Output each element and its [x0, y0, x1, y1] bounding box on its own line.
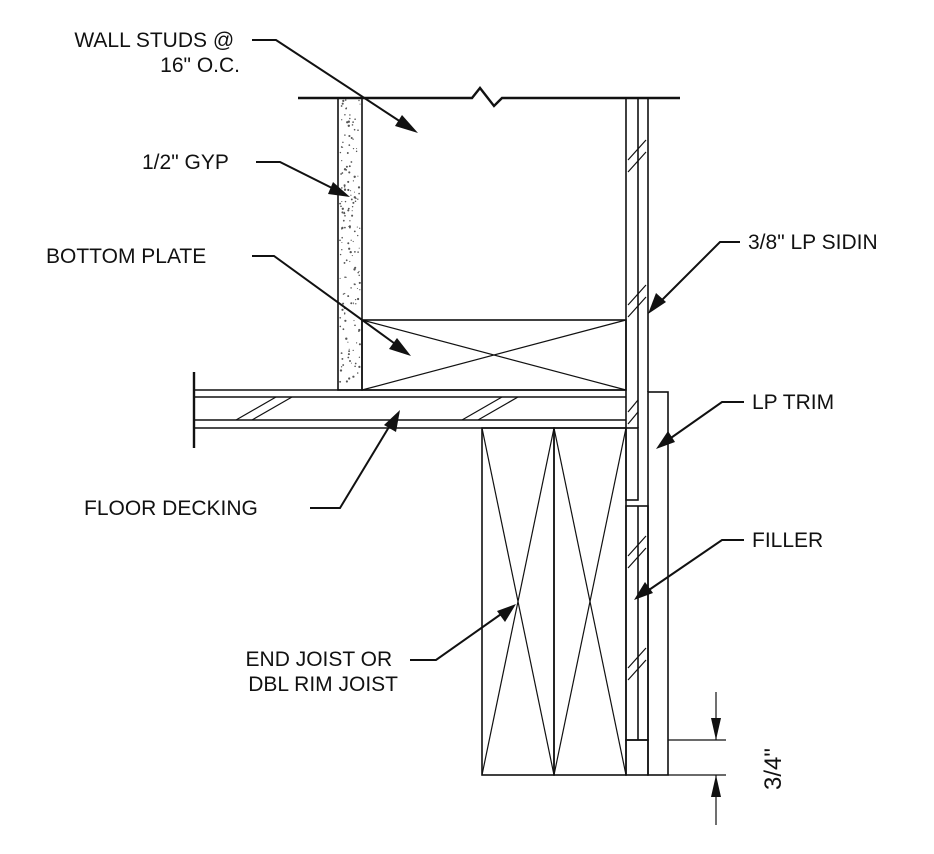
label-wall-studs: WALL STUDS @ 16" O.C. [74, 29, 240, 77]
leader-bottom-plate [252, 255, 411, 356]
gypsum-board [337, 97, 363, 391]
label-gyp: 1/2" GYP [142, 151, 229, 174]
leader-floor-decking [310, 410, 400, 509]
lp-trim-board [647, 391, 669, 776]
label-lp-trim: LP TRIM [752, 391, 834, 414]
floor-decking [192, 372, 626, 448]
label-filler: FILLER [752, 529, 823, 552]
leader-siding [648, 241, 740, 314]
leader-gyp [256, 161, 350, 197]
label-end-joist: END JOIST OR DBL RIM JOIST [246, 648, 399, 696]
label-siding: 3/8" LP SIDIN [748, 231, 878, 254]
lp-siding-panel [625, 98, 649, 428]
gypsum-texture [339, 99, 361, 383]
leader-wall-studs [252, 39, 418, 133]
label-floor-decking: FLOOR DECKING [84, 497, 258, 520]
leader-end-joist [410, 604, 516, 661]
filler-strip [625, 427, 649, 776]
leader-filler [634, 539, 744, 600]
wall-top-break-line [298, 86, 680, 108]
rim-joist [553, 427, 627, 776]
label-bottom-plate: BOTTOM PLATE [46, 245, 206, 268]
bottom-plate [361, 319, 627, 391]
leader-lp-trim [656, 401, 744, 449]
end-joist [481, 427, 555, 776]
dimension-value: 3/4" [760, 748, 787, 790]
dimension-3-4: 3/4" [668, 692, 787, 825]
